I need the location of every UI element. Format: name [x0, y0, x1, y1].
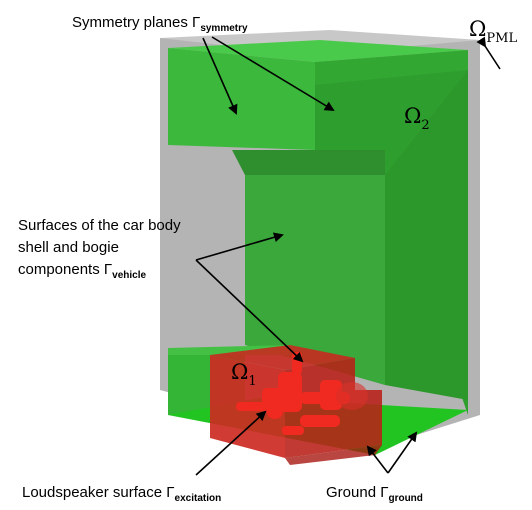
omega1-label: Ω1 — [231, 360, 257, 389]
annotation-arrows — [195, 36, 501, 476]
excitation-arrow — [195, 410, 267, 476]
symmetry-arrow-left — [202, 37, 238, 115]
excitation-label: Loudspeaker surface Γexcitation — [22, 484, 222, 504]
ground-arrow-left — [366, 445, 389, 474]
ground-arrow-right — [387, 431, 418, 474]
vehicle-label-line2: shell and bogie — [18, 239, 119, 256]
omega2-label: Ω2 — [404, 104, 430, 133]
vehicle-arrow-top — [195, 232, 284, 261]
omega2-column — [232, 70, 468, 400]
symmetry-arrow-right — [211, 36, 335, 112]
pml-arrow — [476, 36, 501, 70]
ground-label: Ground Γground — [326, 484, 423, 504]
vehicle-label-line1: Surfaces of the car body — [18, 217, 181, 234]
symmetry-label: Symmetry planes Γsymmetry — [72, 14, 248, 34]
vehicle-label-line3: components Γvehicle — [18, 261, 147, 281]
vehicle-arrow-bottom — [195, 259, 304, 363]
pml-domain-label: ΩPML — [469, 17, 518, 46]
